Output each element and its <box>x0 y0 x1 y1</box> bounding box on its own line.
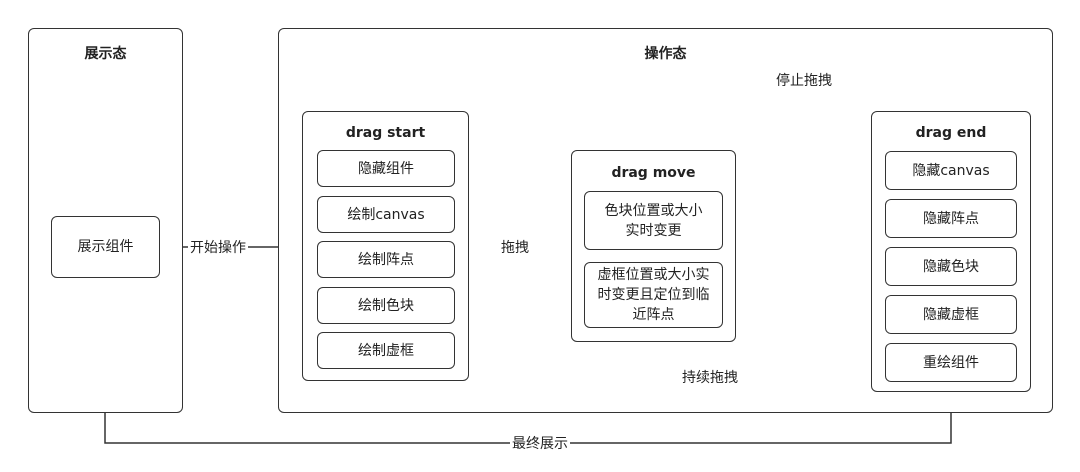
step-draw-grid-points[interactable]: 绘制阵点 <box>317 241 455 278</box>
display-state-title: 展示态 <box>84 46 127 62</box>
edge-label-drag: 拖拽 <box>499 237 531 257</box>
edge-label-stop-drag: 停止拖拽 <box>774 70 834 90</box>
operation-state-title: 操作态 <box>644 46 687 62</box>
step-hide-component[interactable]: 隐藏组件 <box>317 150 455 187</box>
edge-label-final-display: 最终展示 <box>510 433 570 453</box>
step-dashed-frame-snap[interactable]: 虚框位置或大小实时变更且定位到临近阵点 <box>584 262 723 328</box>
drag-end-title: drag end <box>915 125 987 141</box>
step-redraw-component[interactable]: 重绘组件 <box>885 343 1017 382</box>
edge-label-start-operation: 开始操作 <box>188 237 248 257</box>
step-hide-color-block[interactable]: 隐藏色块 <box>885 247 1017 286</box>
step-draw-color-block[interactable]: 绘制色块 <box>317 287 455 324</box>
step-hide-dashed-frame[interactable]: 隐藏虚框 <box>885 295 1017 334</box>
drag-start-title: drag start <box>345 125 426 141</box>
display-component-node[interactable]: 展示组件 <box>51 216 160 278</box>
step-hide-canvas[interactable]: 隐藏canvas <box>885 151 1017 190</box>
step-hide-grid-points[interactable]: 隐藏阵点 <box>885 199 1017 238</box>
step-draw-dashed-frame[interactable]: 绘制虚框 <box>317 332 455 369</box>
drag-move-title: drag move <box>611 165 696 181</box>
edge-label-continue-drag: 持续拖拽 <box>680 367 740 387</box>
step-draw-canvas[interactable]: 绘制canvas <box>317 196 455 233</box>
step-color-block-realtime[interactable]: 色块位置或大小实时变更 <box>584 191 723 250</box>
